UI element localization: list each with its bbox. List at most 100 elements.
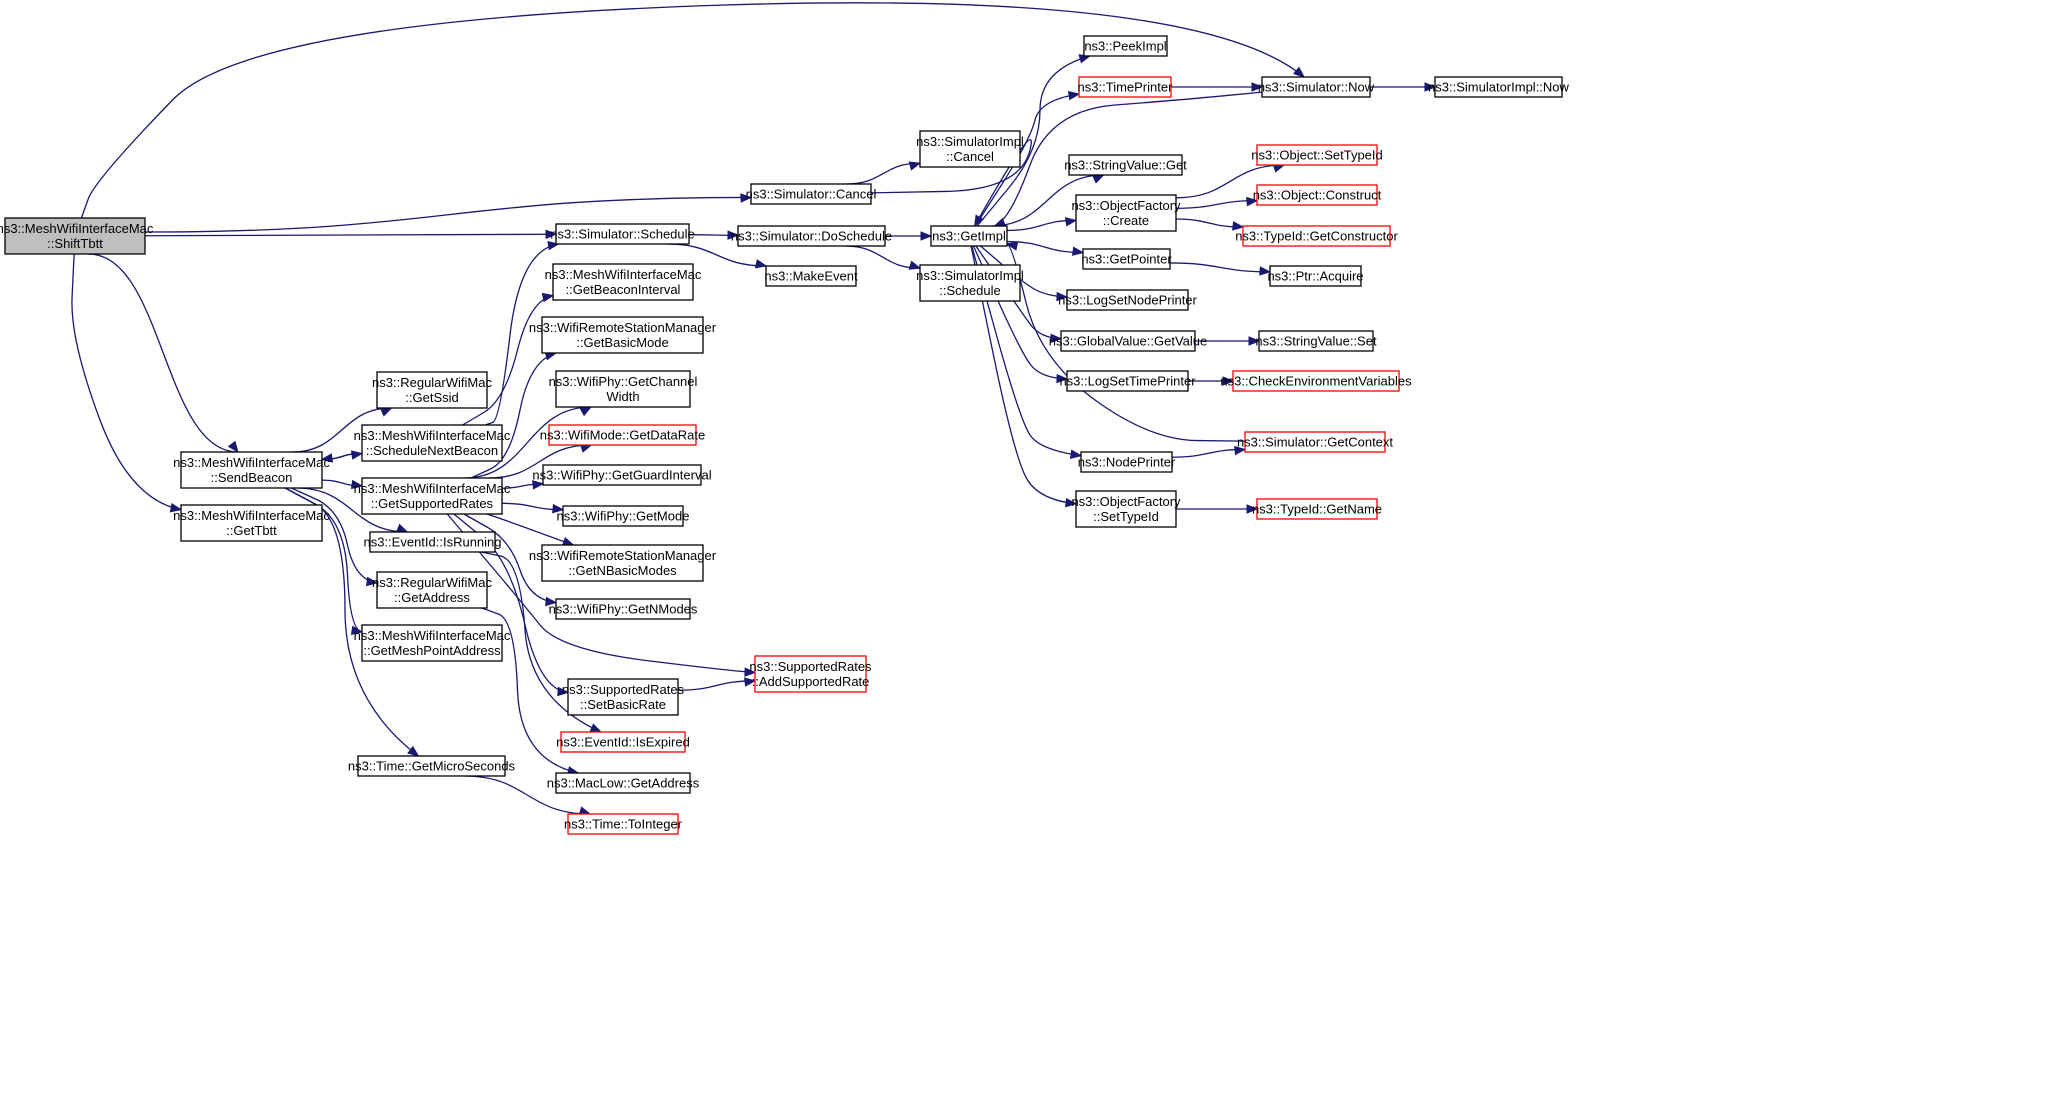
node-label: ns3::RegularWifiMac (372, 575, 492, 590)
node-typegetname[interactable]: ns3::TypeId::GetName (1252, 498, 1382, 520)
node-tointeger[interactable]: ns3::Time::ToInteger (564, 813, 683, 835)
node-dosched[interactable]: ns3::Simulator::DoSchedule (731, 225, 892, 247)
node-label: ::GetMeshPointAddress (363, 643, 501, 658)
node-implnow[interactable]: ns3::SimulatorImpl::Now (1428, 76, 1570, 98)
node-timeprinter[interactable]: ns3::TimePrinter (1078, 76, 1174, 98)
node-getsupp[interactable]: ns3::MeshWifiInterfaceMac::GetSupportedR… (354, 477, 511, 515)
edge-gvgetvalue-to-strset (1194, 336, 1261, 346)
node-typegetctor[interactable]: ns3::TypeId::GetConstructor (1235, 225, 1398, 247)
node-label: ns3::MakeEvent (764, 269, 858, 284)
node-getmode[interactable]: ns3::WifiPhy::GetMode (557, 505, 690, 527)
node-label: ns3::MeshWifiInterfaceMac (173, 455, 330, 470)
node-peekimpl[interactable]: ns3::PeekImpl (1083, 35, 1168, 57)
node-nodeprinter[interactable]: ns3::NodePrinter (1078, 451, 1176, 473)
node-label: ns3::Simulator::Cancel (746, 187, 877, 202)
node-label: ns3::Simulator::DoSchedule (731, 229, 892, 244)
edge-sendbeacon-to-getsupp (321, 479, 364, 490)
node-cancel[interactable]: ns3::Simulator::Cancel (746, 183, 877, 205)
edge-nodeprinter-to-simgetctx (1171, 445, 1247, 458)
node-label: ns3::TypeId::GetName (1252, 502, 1382, 517)
node-label: ns3::Simulator::Now (1258, 80, 1375, 95)
node-label: ns3::Ptr::Acquire (1267, 269, 1363, 284)
node-schednext[interactable]: ns3::MeshWifiInterfaceMac::ScheduleNextB… (354, 424, 511, 462)
node-label: ::SetBasicRate (580, 697, 666, 712)
node-guardint[interactable]: ns3::WifiPhy::GetGuardInterval (532, 464, 712, 486)
node-isrunning[interactable]: ns3::EventId::IsRunning (363, 531, 502, 553)
node-getssid[interactable]: ns3::RegularWifiMac::GetSsid (372, 371, 492, 409)
node-label: ::AddSupportedRate (752, 674, 870, 689)
node-label: ns3::MeshWifiInterfaceMac (545, 267, 702, 282)
node-maclow[interactable]: ns3::MacLow::GetAddress (547, 772, 700, 794)
node-logtime[interactable]: ns3::LogSetTimePrinter (1059, 370, 1196, 392)
node-basicmode[interactable]: ns3::WifiRemoteStationManager::GetBasicM… (529, 316, 717, 354)
node-rgetaddr[interactable]: ns3::RegularWifiMac::GetAddress (372, 571, 492, 609)
node-label: ns3::WifiPhy::GetChannel (549, 374, 698, 389)
node-label: ns3::PeekImpl (1084, 39, 1166, 54)
node-schedule[interactable]: ns3::Simulator::Schedule (550, 223, 695, 245)
node-nmodes[interactable]: ns3::WifiPhy::GetNModes (549, 598, 698, 620)
node-setbasic[interactable]: ns3::SupportedRates::SetBasicRate (562, 678, 685, 716)
node-getpointer[interactable]: ns3::GetPointer (1081, 248, 1172, 270)
node-label: ns3::ObjectFactory (1071, 494, 1181, 509)
node-label: ns3::MeshWifiInterfaceMac (354, 481, 511, 496)
node-getimpl[interactable]: ns3::GetImpl (930, 225, 1008, 247)
node-checkenv[interactable]: ns3::CheckEnvironmentVariables (1220, 370, 1412, 392)
node-label: ns3::EventId::IsRunning (363, 535, 501, 550)
edge-ofcreate-to-typegetctor (1175, 218, 1245, 231)
node-beaconint[interactable]: ns3::MeshWifiInterfaceMac::GetBeaconInte… (545, 263, 702, 301)
node-label: ns3::MeshWifiInterfaceMac (354, 428, 511, 443)
node-meshpt[interactable]: ns3::MeshWifiInterfaceMac::GetMeshPointA… (354, 624, 511, 662)
node-sendbeacon[interactable]: ns3::MeshWifiInterfaceMac::SendBeacon (173, 451, 330, 489)
node-lognode[interactable]: ns3::LogSetNodePrinter (1058, 289, 1198, 311)
node-label: ns3::LogSetTimePrinter (1059, 374, 1196, 389)
node-simnow[interactable]: ns3::Simulator::Now (1258, 76, 1375, 98)
node-label: ::Schedule (939, 283, 1000, 298)
edge-schedule-to-dosched (688, 230, 740, 240)
node-label: ns3::GlobalValue::GetValue (1049, 334, 1208, 349)
node-nbasic[interactable]: ns3::WifiRemoteStationManager::GetNBasic… (529, 544, 717, 582)
node-addrate[interactable]: ns3::SupportedRates::AddSupportedRate (749, 655, 872, 693)
node-strset[interactable]: ns3::StringValue::Set (1255, 330, 1377, 352)
node-label: ns3::StringValue::Set (1255, 334, 1377, 349)
node-label: ns3::SimulatorImpl::Now (1428, 80, 1569, 95)
edge-simgetctx-to-getimpl (1005, 241, 1246, 442)
edge-getsupp-to-chanwidth (464, 406, 593, 479)
node-label: ::ScheduleNextBeacon (366, 443, 498, 458)
edge-ofsettypeid-to-typegetname (1175, 504, 1259, 514)
node-strget[interactable]: ns3::StringValue::Get (1064, 154, 1187, 176)
node-objsettype[interactable]: ns3::Object::SetTypeId (1251, 144, 1383, 166)
node-label: ns3::MeshWifiInterfaceMac (0, 221, 154, 236)
node-label: ::Create (1103, 213, 1149, 228)
node-ptracquire[interactable]: ns3::Ptr::Acquire (1267, 265, 1364, 287)
node-label: ns3::ObjectFactory (1071, 198, 1181, 213)
node-label: ::GetSupportedRates (371, 496, 494, 511)
node-label: ns3::StringValue::Get (1064, 158, 1187, 173)
node-label: ns3::WifiMode::GetDataRate (540, 428, 705, 443)
node-label: ns3::Time::GetMicroSeconds (348, 759, 516, 774)
node-label: ns3::MeshWifiInterfaceMac (173, 508, 330, 523)
node-getmicro[interactable]: ns3::Time::GetMicroSeconds (348, 755, 516, 777)
node-implsched[interactable]: ns3::SimulatorImpl::Schedule (916, 264, 1024, 302)
node-label: ::GetTbtt (226, 523, 277, 538)
node-datarate[interactable]: ns3::WifiMode::GetDataRate (540, 424, 705, 446)
node-ofcreate[interactable]: ns3::ObjectFactory::Create (1071, 194, 1181, 232)
node-shift[interactable]: ns3::MeshWifiInterfaceMac::ShiftTbtt (0, 217, 154, 255)
node-label: ns3::WifiRemoteStationManager (529, 320, 717, 335)
edge-dosched-to-getimpl (885, 231, 933, 241)
node-implcancel[interactable]: ns3::SimulatorImpl::Cancel (916, 130, 1024, 168)
node-objconstruct[interactable]: ns3::Object::Construct (1253, 184, 1382, 206)
edge-getimpl-to-timeprinter (974, 90, 1081, 227)
node-ofsettypeid[interactable]: ns3::ObjectFactory::SetTypeId (1071, 490, 1181, 528)
node-gvgetvalue[interactable]: ns3::GlobalValue::GetValue (1049, 330, 1208, 352)
node-label: ::GetBeaconInterval (566, 282, 681, 297)
node-gettbtt[interactable]: ns3::MeshWifiInterfaceMac::GetTbtt (173, 504, 330, 542)
edge-shift-to-sendbeacon (88, 253, 239, 454)
node-label: ns3::SimulatorImpl (916, 134, 1024, 149)
edge-shift-to-schedule (144, 229, 558, 240)
node-label: ::GetNBasicModes (568, 563, 677, 578)
node-makeevent[interactable]: ns3::MakeEvent (764, 265, 858, 287)
node-simgetctx[interactable]: ns3::Simulator::GetContext (1237, 431, 1393, 453)
node-isexpired[interactable]: ns3::EventId::IsExpired (556, 731, 690, 753)
edge-schedule-to-makeevent (667, 243, 768, 269)
